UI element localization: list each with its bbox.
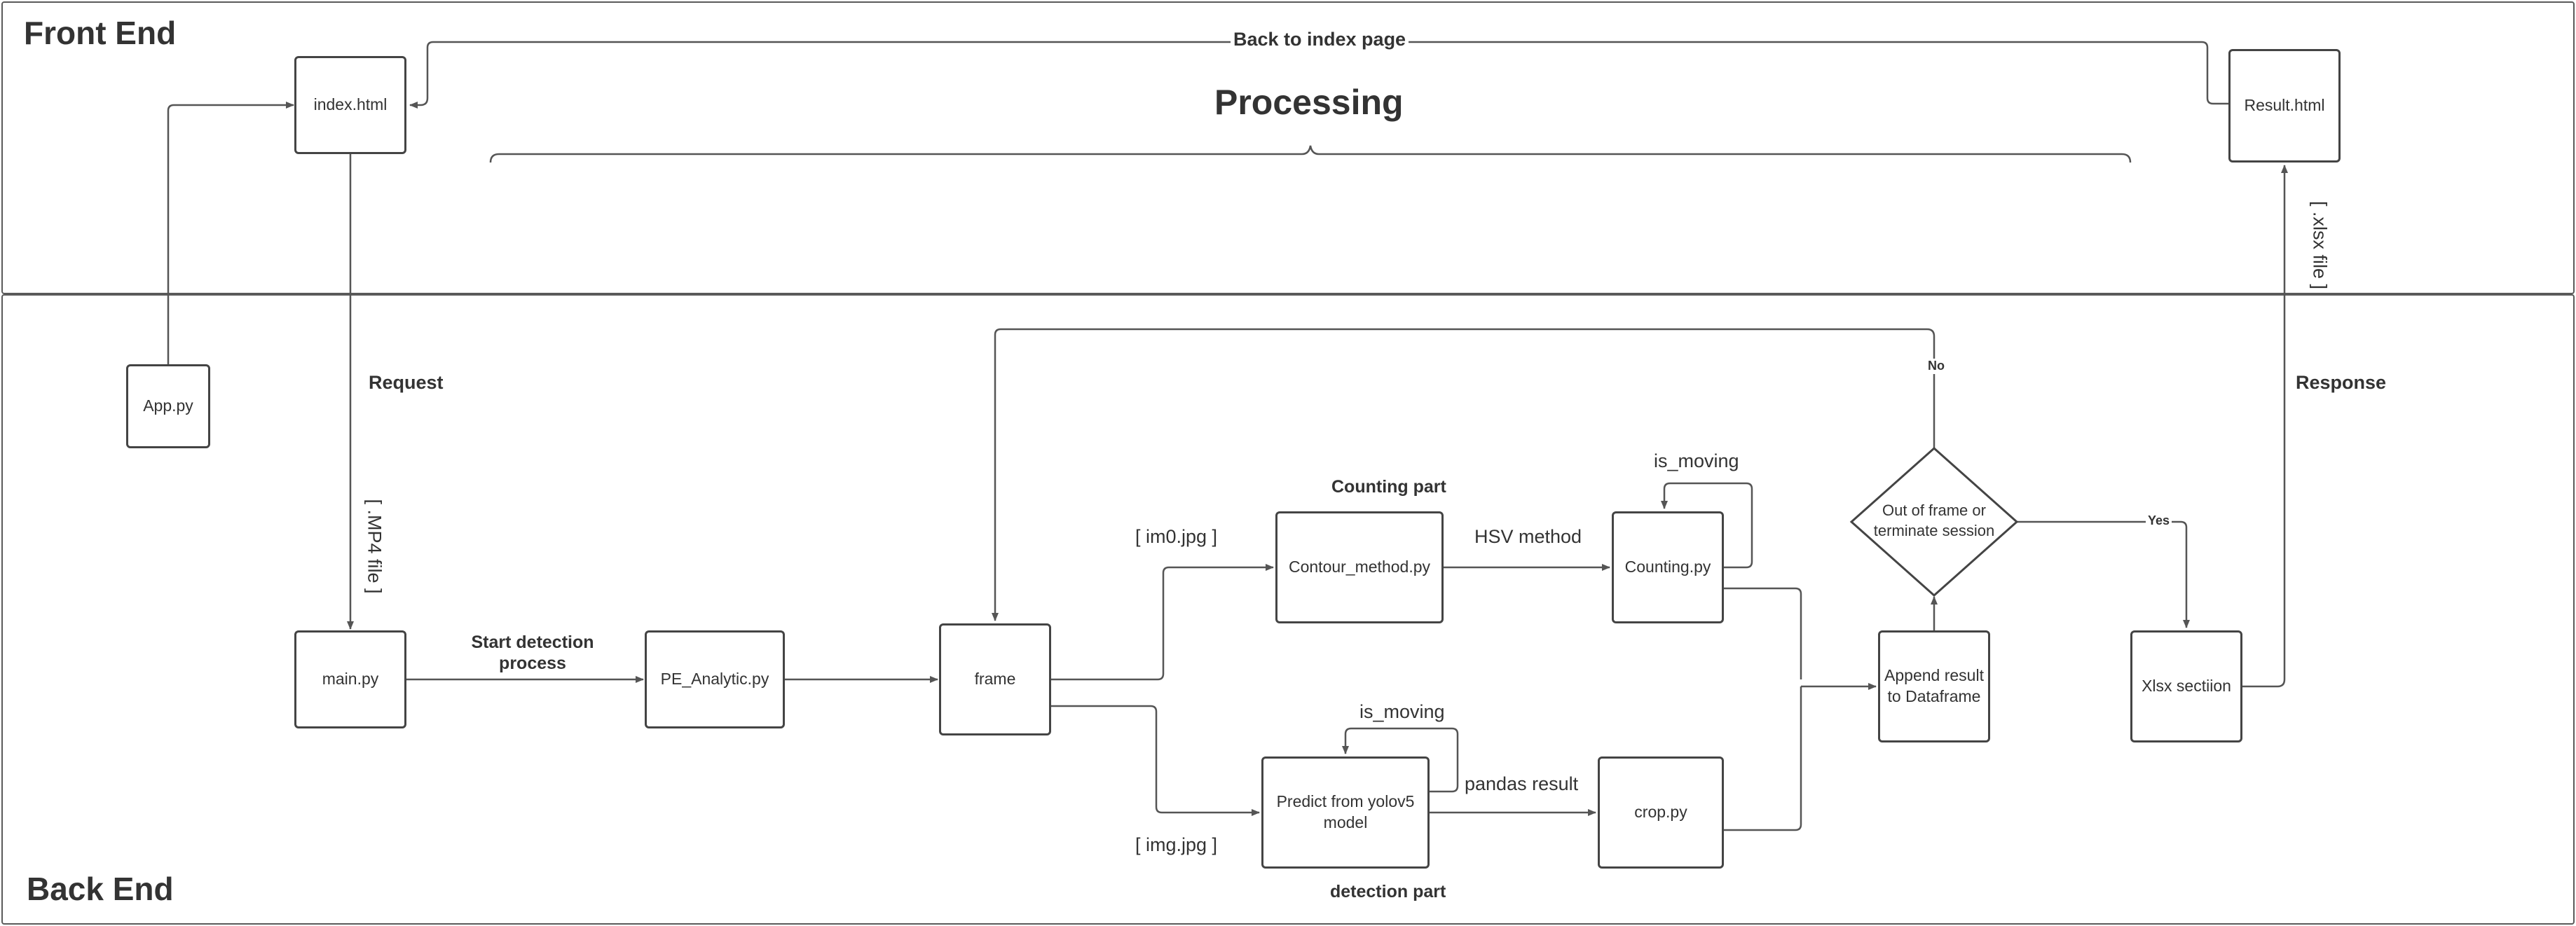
back-end-title: Back End	[27, 871, 174, 907]
front-end-title: Front End	[24, 15, 177, 51]
hsv-method-label: HSV method	[1474, 526, 1582, 547]
edge-counting-self-loop	[1661, 482, 1753, 569]
edge-frame-to-predict	[1051, 705, 1260, 816]
no-label: No	[1926, 359, 1947, 374]
im0-jpg-label: [ im0.jpg ]	[1135, 526, 1218, 547]
response-label: Response	[2296, 372, 2387, 393]
app-py-node[interactable]: App.py	[126, 364, 210, 448]
front-end-lane	[1, 1, 2575, 294]
main-py-node[interactable]: main.py	[294, 630, 406, 728]
processing-label: Processing	[1214, 83, 1404, 122]
start-detection-label: Start detection process	[471, 633, 594, 673]
edge-counting-to-append	[1724, 587, 1802, 679]
is-moving-top-label: is_moving	[1654, 450, 1739, 471]
edge-xlsx-to-result	[2242, 165, 2288, 688]
detection-part-label: detection part	[1330, 882, 1446, 901]
frame-node[interactable]: frame	[939, 623, 1051, 735]
append-dataframe-node[interactable]: Append result to Dataframe	[1878, 630, 1990, 742]
edge-frame-to-contour	[1051, 564, 1274, 681]
crop-node[interactable]: crop.py	[1598, 756, 1724, 869]
back-end-lane	[1, 294, 2575, 925]
xlsx-file-label: [ .xlsx file ]	[2309, 200, 2331, 290]
edge-decision-yes	[2017, 520, 2190, 628]
request-label: Request	[369, 372, 444, 393]
predict-yolov5-node[interactable]: Predict from yolov5 model	[1261, 756, 1430, 869]
is-moving-bottom-label: is_moving	[1359, 701, 1445, 722]
mp4-file-label: [ .MP4 file ]	[364, 499, 385, 594]
pe-analytic-node[interactable]: PE_Analytic.py	[645, 630, 785, 728]
index-html-node[interactable]: index.html	[294, 56, 406, 154]
counting-part-label: Counting part	[1331, 477, 1446, 497]
edge-app-to-index	[167, 102, 294, 364]
edge-decision-no	[992, 328, 1936, 621]
processing-brace	[489, 145, 2132, 163]
decision-diamond	[1849, 446, 2019, 597]
yes-label: Yes	[2146, 513, 2172, 529]
edge-predict-self-loop	[1342, 727, 1459, 793]
pandas-result-label: pandas result	[1465, 773, 1579, 794]
counting-node[interactable]: Counting.py	[1612, 511, 1724, 623]
decision-label[interactable]: Out of frame or terminate session	[1873, 502, 1995, 539]
xlsx-section-node[interactable]: Xlsx sectiion	[2130, 630, 2242, 742]
result-html-node[interactable]: Result.html	[2228, 49, 2341, 163]
edge-crop-to-append	[1724, 685, 1802, 831]
contour-method-node[interactable]: Contour_method.py	[1275, 511, 1444, 623]
back-to-index-label: Back to index page	[1231, 28, 1409, 51]
img-jpg-label: [ img.jpg ]	[1135, 834, 1218, 855]
